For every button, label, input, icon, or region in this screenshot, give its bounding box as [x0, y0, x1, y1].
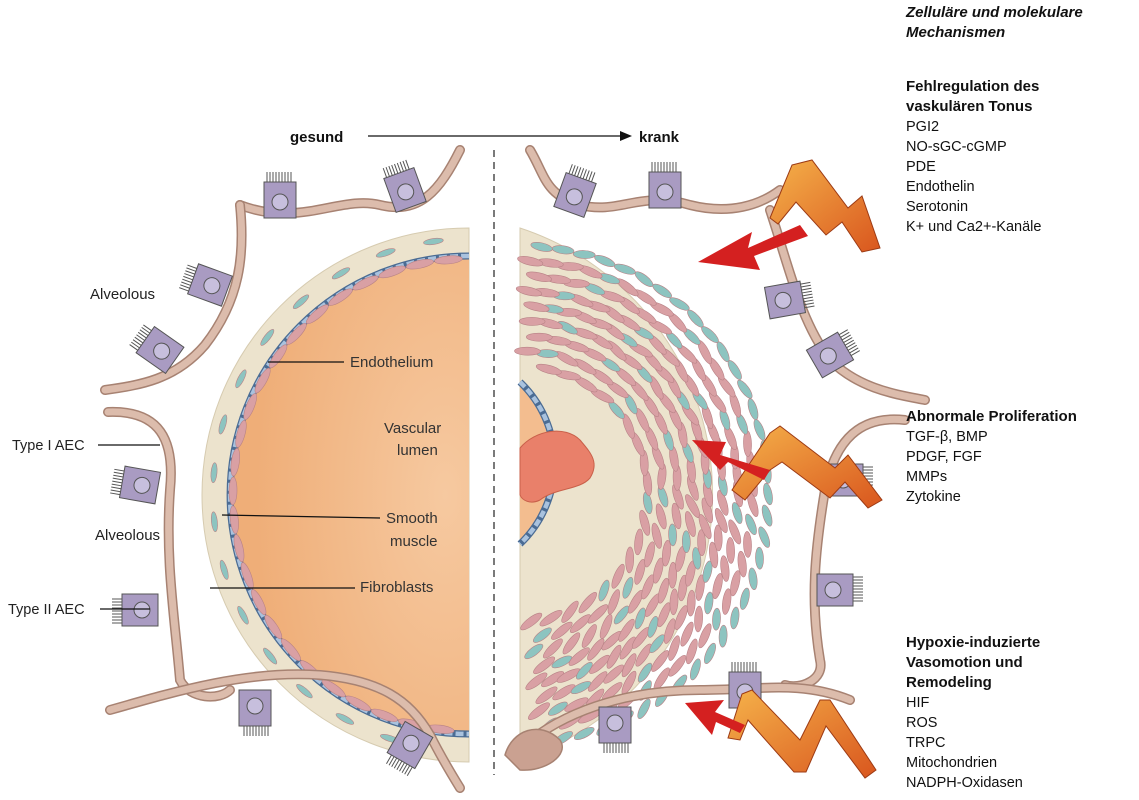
mechanism-group-proliferation: Abnormale Proliferation TGF-β, BMP PDGF,… — [906, 407, 1077, 507]
fibroblast-cell — [668, 295, 691, 312]
group-heading: vaskulären Tonus — [906, 97, 1041, 117]
mechanism-item: NADPH-Oxidasen — [906, 773, 1040, 793]
mechanism-item: ROS — [906, 713, 1040, 733]
smooth-muscle-cell — [694, 606, 703, 632]
fibroblast-cell — [756, 525, 772, 548]
mechanism-item: HIF — [906, 693, 1040, 713]
mechanism-group-tone: Fehlregulation des vaskulären Tonus PGI2… — [906, 77, 1041, 237]
type2-aec-cell — [178, 260, 232, 306]
fibroblast-cell — [719, 625, 728, 647]
sidebar-title: Zelluläre und molekulare Mechanismen — [906, 3, 1083, 43]
mechanism-item: PGI2 — [906, 117, 1041, 137]
group-heading: Hypoxie-induzierte — [906, 633, 1040, 653]
smooth-muscle-cell — [743, 430, 752, 456]
label-alveolous-top: Alveolous — [90, 286, 155, 303]
mechanism-item: Zytokine — [906, 487, 1077, 507]
sidebar-title-line-2: Mechanismen — [906, 23, 1083, 43]
gesund-krank-arrowhead — [620, 131, 632, 141]
fibroblast-cell — [685, 308, 706, 330]
type2-aec-cell — [649, 162, 681, 208]
mechanism-item: NO-sGC-cGMP — [906, 137, 1041, 157]
smooth-muscle-cell — [743, 531, 752, 557]
sidebar-title-line-1: Zelluläre und molekulare — [906, 3, 1083, 23]
fibroblast-cell — [729, 607, 740, 630]
mechanism-item: Endothelin — [906, 177, 1041, 197]
label-fibroblasts: Fibroblasts — [360, 579, 433, 596]
type2-aec-cell — [264, 172, 296, 218]
type2-aec-cell — [110, 464, 161, 504]
mechanism-item: TGF-β, BMP — [906, 427, 1077, 447]
fibroblast-cell — [712, 608, 721, 630]
label-vascular-lumen-1: Vascular — [384, 420, 441, 437]
label-type2-aec: Type II AEC — [8, 602, 85, 618]
label-krank: krank — [639, 129, 680, 146]
mechanism-item: PDE — [906, 157, 1041, 177]
type2-aec-cell — [112, 594, 158, 626]
smooth-muscle-cell — [229, 477, 237, 505]
fibroblast-cell — [755, 547, 764, 569]
mechanism-item: MMPs — [906, 467, 1077, 487]
fibroblast-cell — [633, 269, 655, 289]
type2-aec-cell — [599, 707, 631, 753]
label-vascular-lumen-2: lumen — [397, 442, 438, 459]
thickened-alveolar-wall — [505, 729, 562, 770]
label-endothelium: Endothelium — [350, 354, 433, 371]
fibroblast-cell — [762, 482, 774, 505]
fibroblast-cell — [738, 587, 751, 610]
fibroblast-cell — [682, 531, 690, 553]
fibroblast-cell — [748, 567, 759, 590]
mechanism-item: PDGF, FGF — [906, 447, 1077, 467]
fibroblast-cell — [613, 262, 636, 276]
label-alveolous-bottom: Alveolous — [95, 527, 160, 544]
label-gesund: gesund — [290, 129, 343, 146]
group-heading: Remodeling — [906, 673, 1040, 693]
fibroblast-cell — [651, 282, 674, 301]
type2-aec-cell — [239, 690, 271, 736]
type2-aec-cell — [817, 574, 863, 606]
mechanism-item: Mitochondrien — [906, 753, 1040, 773]
fibroblast-cell — [760, 504, 774, 527]
group-heading: Vasomotion und — [906, 653, 1040, 673]
smooth-muscle-cell — [726, 537, 735, 563]
mechanism-item: Serotonin — [906, 197, 1041, 217]
smooth-muscle-cell — [526, 333, 552, 341]
label-type1-aec: Type I AEC — [12, 438, 85, 454]
mechanism-item: K+ und Ca2+-Kanäle — [906, 217, 1041, 237]
mechanism-group-hypoxia: Hypoxie-induzierte Vasomotion und Remode… — [906, 633, 1040, 793]
group-heading: Fehlregulation des — [906, 77, 1041, 97]
smooth-muscle-cell — [519, 317, 545, 325]
fibroblast-cell — [635, 697, 652, 720]
fibroblast-cell — [735, 378, 755, 400]
mechanism-item: TRPC — [906, 733, 1040, 753]
fibroblast-cell — [752, 418, 768, 441]
fibroblast-cell — [746, 398, 760, 421]
smooth-muscle-cell — [728, 570, 742, 597]
label-smooth-muscle-2: muscle — [390, 533, 438, 550]
group-heading: Abnormale Proliferation — [906, 407, 1077, 427]
fibroblast-cell — [715, 340, 732, 363]
fibroblast-cell — [726, 359, 744, 382]
smooth-muscle-cell — [514, 347, 540, 355]
label-smooth-muscle-1: Smooth — [386, 510, 438, 527]
